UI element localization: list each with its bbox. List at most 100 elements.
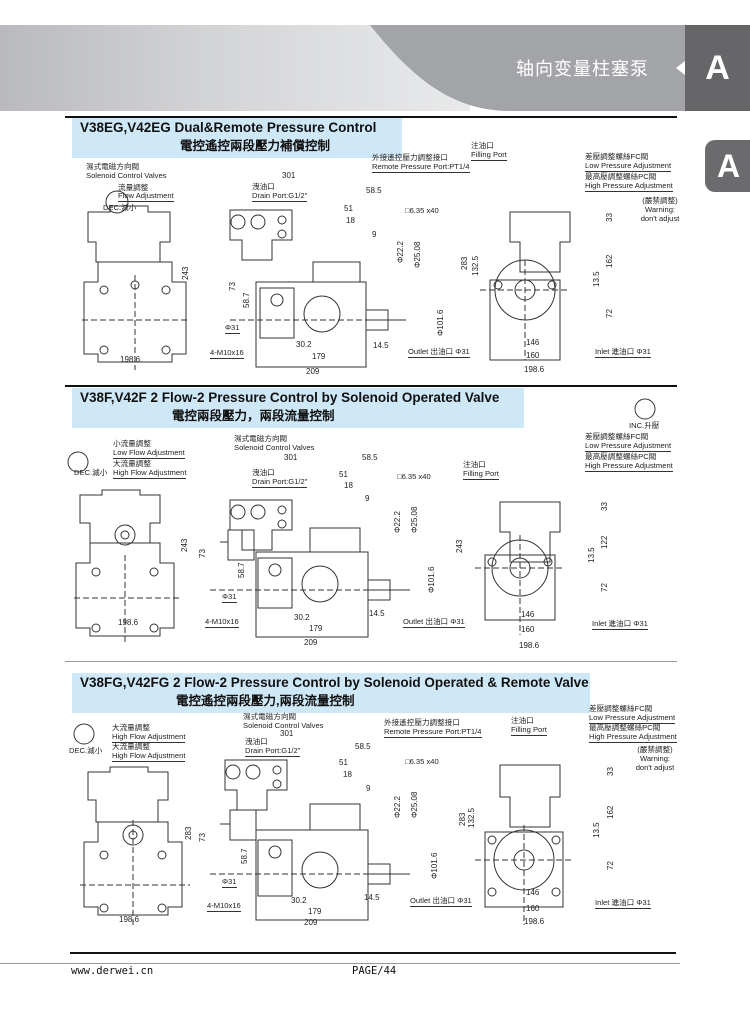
phi31-label: Φ31 xyxy=(222,592,237,603)
remote-label-zh: 外接遙控壓力調整接口 xyxy=(384,718,460,727)
dim-30-2: 30.2 xyxy=(291,896,307,905)
dec-label: DEC.減小 xyxy=(103,203,137,212)
high-pressure-label-zh: 最高壓調整螺絲PC閥 xyxy=(585,452,657,461)
dim-58-5: 58.5 xyxy=(366,186,382,195)
dim-301: 301 xyxy=(282,171,296,180)
filling-label-zh: 注油口 xyxy=(471,141,494,150)
m10-label: 4-M10x16 xyxy=(205,617,239,628)
header-title: 轴向变量柱塞泵 xyxy=(516,59,649,79)
header-curve xyxy=(370,25,750,111)
high-flow-1-label-en: High Flow Adjustment xyxy=(112,732,186,743)
dim-58-5: 58.5 xyxy=(362,453,378,462)
low-pressure-label-en: Low Pressure Adjustment xyxy=(585,441,672,452)
key-label: □6.35 x40 xyxy=(397,472,431,481)
drain-label-en: Drain Port:G1/2" xyxy=(252,477,308,488)
high-pressure-label-en: High Pressure Adjustment xyxy=(589,732,677,743)
dim-198-6-rear: 198.6 xyxy=(519,641,540,650)
high-pressure-label-zh: 最高壓調整螺絲PC閥 xyxy=(589,723,661,732)
inc-label: INC.升壓 xyxy=(629,421,660,430)
warning-zh: (嚴禁調整) xyxy=(637,745,673,754)
filling-label-zh: 注油口 xyxy=(463,460,486,469)
dim-209: 209 xyxy=(304,638,318,647)
m10-label: 4-M10x16 xyxy=(210,348,244,359)
solenoid-label-en: Solenoid Control Valves xyxy=(243,721,324,730)
warning-en-2: don't adjust xyxy=(640,214,680,223)
filling-label-en: Filling Port xyxy=(511,725,547,736)
side-tab-letter: A xyxy=(705,140,750,192)
dim-9: 9 xyxy=(365,494,370,503)
dim-51: 51 xyxy=(339,758,348,767)
section-divider xyxy=(65,661,677,662)
dim-30-2: 30.2 xyxy=(294,613,310,622)
solenoid-label-en: Solenoid Control Valves xyxy=(234,443,315,452)
drain-label-zh: 洩油口 xyxy=(245,737,268,746)
key-label: □6.35 x40 xyxy=(405,206,439,215)
dim-160: 160 xyxy=(526,351,540,360)
dim-198-6-front: 198.6 xyxy=(119,915,140,924)
dec-rotation-icon xyxy=(106,191,128,213)
low-flow-label-zh: 小流量調整 xyxy=(113,439,151,448)
section-title-en: V38EG,V42EG Dual&Remote Pressure Control xyxy=(80,120,377,135)
dim-198-6-front: 198.6 xyxy=(120,355,141,364)
remote-label-zh: 外接遙控壓力調整接口 xyxy=(372,153,448,162)
dim-18: 18 xyxy=(346,216,355,225)
key-label: □6.35 x40 xyxy=(405,757,439,766)
filling-label-en: Filling Port xyxy=(471,150,507,161)
dec-label: DEC.減小 xyxy=(74,468,108,477)
high-flow-2-label-zh: 大流量調整 xyxy=(112,742,150,751)
inlet-label: Inlet 進油口 Φ31 xyxy=(595,898,651,909)
dim-51: 51 xyxy=(339,470,348,479)
dim-198-6-rear: 198.6 xyxy=(524,365,545,374)
dim-18: 18 xyxy=(343,770,352,779)
drain-label-zh: 洩油口 xyxy=(252,468,275,477)
dim-146: 146 xyxy=(521,610,535,619)
section-title-2: V38F,V42F 2 Flow-2 Pressure Control by S… xyxy=(72,388,524,428)
inlet-label: Inlet 進油口 Φ31 xyxy=(592,619,648,630)
low-pressure-label-zh: 差壓調整螺絲FC閥 xyxy=(585,432,649,441)
dim-209: 209 xyxy=(304,918,318,927)
remote-label-en: Remote Pressure Port:PT1/4 xyxy=(384,727,482,738)
solenoid-label-zh: 濕式電磁方向閥 xyxy=(86,162,140,171)
solenoid-label-en: Solenoid Control Valves xyxy=(86,171,167,180)
high-pressure-label-zh: 最高壓調整螺絲PC閥 xyxy=(585,172,657,181)
warning-en-1: Warning: xyxy=(644,205,676,214)
section-title-zh: 電控遙控兩段壓力補償控制 xyxy=(180,139,331,153)
dim-9: 9 xyxy=(366,784,371,793)
drain-label-zh: 洩油口 xyxy=(252,182,275,191)
phi31-label: Φ31 xyxy=(222,877,237,888)
dim-14-5: 14.5 xyxy=(369,609,385,618)
header-tab-letter: A xyxy=(685,25,750,111)
dim-146: 146 xyxy=(526,338,540,347)
high-flow-2-label-en: High Flow Adjustment xyxy=(112,751,186,762)
filling-label-en: Filling Port xyxy=(463,469,499,480)
high-flow-1-label-zh: 大流量調整 xyxy=(112,723,150,732)
filling-label-zh: 注油口 xyxy=(511,716,534,725)
dim-51: 51 xyxy=(344,204,353,213)
high-flow-label-zh: 大流量調整 xyxy=(113,459,151,468)
dec-label: DEC.減小 xyxy=(69,746,103,755)
warning-en-2: don't adjust xyxy=(635,763,675,772)
pump-drawing-section-3 xyxy=(60,760,700,930)
dim-146: 146 xyxy=(526,888,540,897)
section-title-zh: 電控遙控兩段壓力,兩段流量控制 xyxy=(176,694,355,708)
header-notch xyxy=(676,61,685,75)
footer-divider xyxy=(0,963,680,964)
outlet-label: Outlet 出油口 Φ31 xyxy=(408,347,470,358)
m10-label: 4-M10x16 xyxy=(207,901,241,912)
remote-label-en: Remote Pressure Port:PT1/4 xyxy=(372,162,470,173)
dim-9: 9 xyxy=(372,230,377,239)
dim-179: 179 xyxy=(312,352,326,361)
pump-drawing-section-1 xyxy=(60,190,700,380)
dim-301: 301 xyxy=(284,453,298,462)
dim-30-2: 30.2 xyxy=(296,340,312,349)
solenoid-label-zh: 濕式電磁方向閥 xyxy=(234,434,288,443)
dim-160: 160 xyxy=(521,625,535,634)
section-title-3: V38FG,V42FG 2 Flow-2 Pressure Control by… xyxy=(72,673,590,713)
low-pressure-label-en: Low Pressure Adjustment xyxy=(585,161,672,172)
dim-160: 160 xyxy=(526,904,540,913)
high-pressure-label-en: High Pressure Adjustment xyxy=(585,181,673,192)
low-pressure-label-zh: 差壓調整螺絲FC閥 xyxy=(589,704,653,713)
low-pressure-label-en: Low Pressure Adjustment xyxy=(589,713,676,724)
dim-198-6-rear: 198.6 xyxy=(524,917,545,926)
website-link[interactable]: www.derwei.cn xyxy=(71,965,154,977)
